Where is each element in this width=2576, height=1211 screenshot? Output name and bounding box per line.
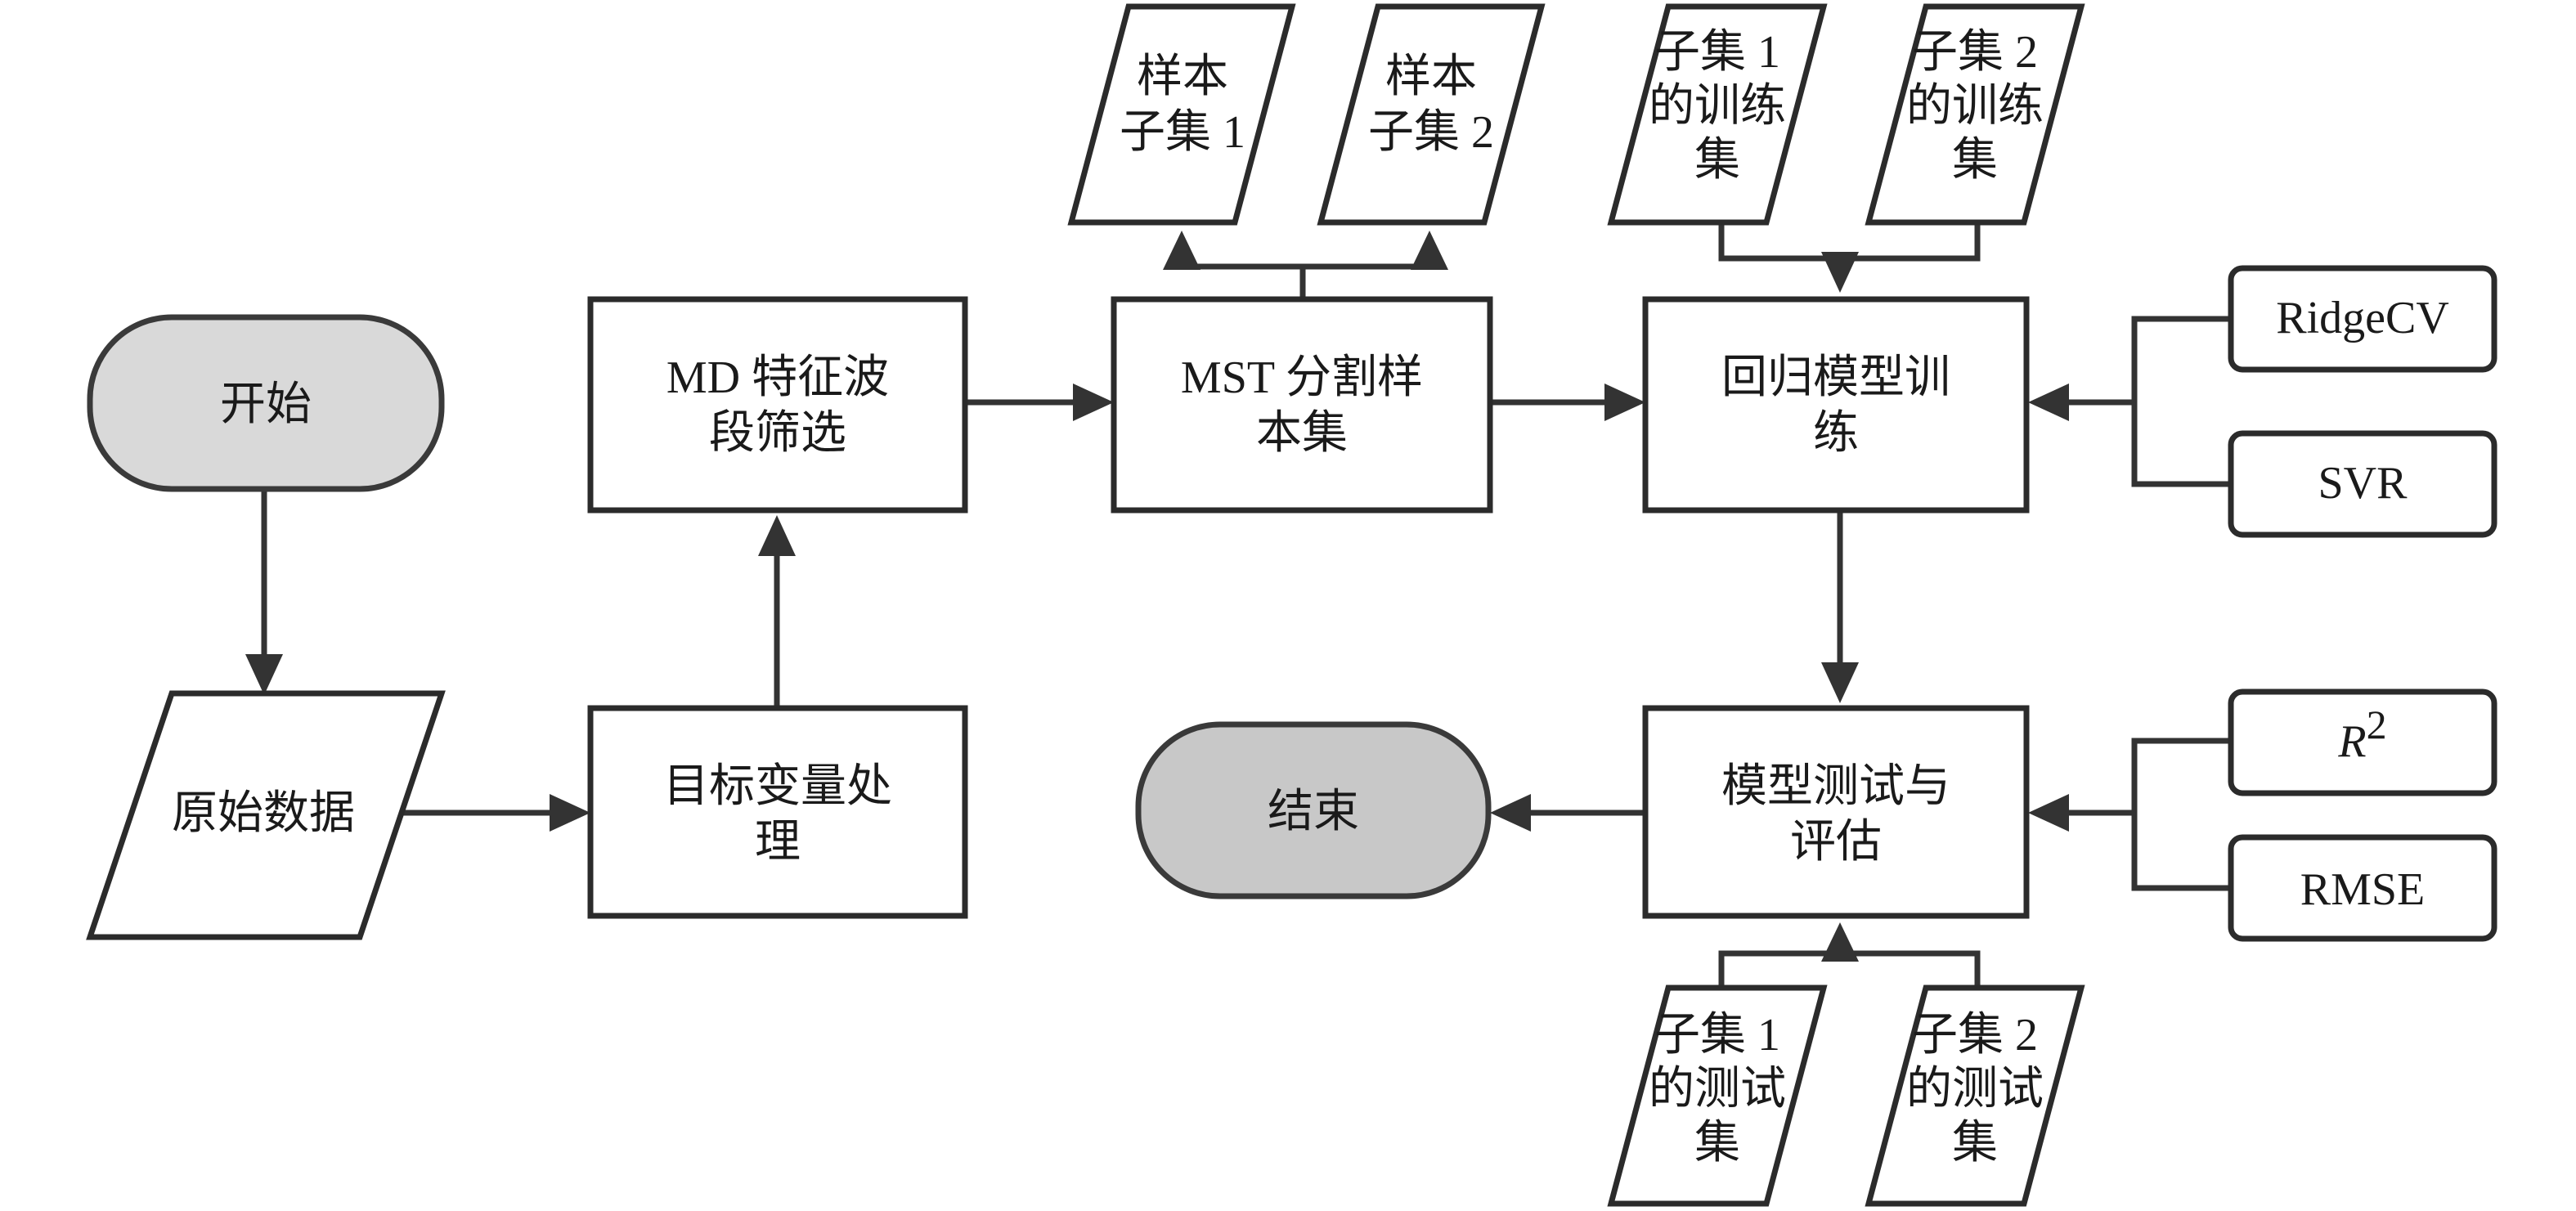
target-processing-label-line1: 目标变量处: [663, 761, 892, 812]
target-processing-label-line2: 理: [755, 817, 801, 868]
target-processing-shape: [587, 705, 968, 919]
start-shape: [87, 314, 445, 492]
train-set-1-shape: [1607, 3, 1828, 226]
start-label: 开始: [220, 379, 312, 430]
regression-training-shape: [1642, 296, 2030, 514]
svr-shape: [2228, 430, 2497, 538]
arrowhead: [550, 794, 590, 832]
svr-label: SVR: [2318, 458, 2408, 509]
end-shape: [1135, 721, 1492, 899]
r2-shape: [2228, 688, 2497, 796]
sample-subset-1-line1: 样本: [1137, 52, 1228, 102]
md-selection-shape: [587, 296, 968, 514]
r2-node: R2: [2228, 688, 2497, 796]
start-terminal: 开始: [87, 314, 445, 492]
mst-split-label-line2: 本集: [1256, 408, 1348, 459]
test-set-2-shape: [1865, 984, 2085, 1207]
arrowhead: [245, 654, 283, 695]
mst-split-node: MST 分割样 本集: [1111, 296, 1493, 514]
md-selection-node: MD 特征波 段筛选: [587, 296, 968, 514]
r2-superscript: 2: [2367, 702, 2387, 747]
train-set-2-line1: 子集 2: [1912, 27, 2038, 78]
train-set-2-line3: 集: [1952, 135, 1998, 186]
arrowhead: [1821, 662, 1859, 703]
test-set-1-node: 子集 1 的测试 集: [1607, 984, 1828, 1207]
test-set-1-shape: [1607, 984, 1828, 1207]
arrowhead: [1821, 922, 1859, 962]
sample-subset-1-line2: 子集 1: [1120, 107, 1245, 158]
ridgecv-shape: [2228, 265, 2497, 373]
sample-subset-2-node: 样本 子集 2: [1317, 3, 1546, 226]
rmse-shape: [2228, 834, 2497, 942]
raw-data-label: 原始数据: [172, 788, 355, 839]
train-set-1-line1: 子集 1: [1654, 27, 1780, 78]
connectors: [245, 222, 2231, 985]
sample-subset-2-line2: 子集 2: [1368, 107, 1494, 158]
arrowhead: [758, 515, 796, 556]
regression-training-node: 回归模型训 练: [1642, 296, 2030, 514]
mst-split-label-line1: MST 分割样: [1181, 352, 1423, 403]
train-set-1-node: 子集 1 的训练 集: [1607, 3, 1828, 226]
edge-models-merge: [2131, 316, 2231, 487]
sample-subset-1-node: 样本 子集 1: [1067, 3, 1296, 226]
model-testing-shape: [1642, 705, 2030, 919]
sample-subset-2-line1: 样本: [1385, 52, 1477, 102]
rmse-label: RMSE: [2300, 864, 2426, 915]
r2-label: R2: [2337, 702, 2386, 767]
ridgecv-node: RidgeCV: [2228, 265, 2497, 373]
model-testing-label-line2: 评估: [1790, 817, 1882, 868]
train-set-2-line2: 的训练: [1906, 81, 2044, 132]
test-set-2-line2: 的测试: [1906, 1064, 2044, 1115]
mst-split-shape: [1111, 296, 1493, 514]
train-set-1-line3: 集: [1694, 135, 1740, 186]
train-set-1-line2: 的训练: [1649, 81, 1786, 132]
arrowhead: [1604, 383, 1645, 421]
raw-data-node: 原始数据: [86, 690, 446, 940]
md-selection-label-line2: 段筛选: [709, 408, 846, 459]
edge-metrics-merge: [2131, 738, 2231, 891]
test-set-1-line3: 集: [1694, 1118, 1740, 1168]
test-set-2-line1: 子集 2: [1912, 1010, 2038, 1061]
regression-training-label-line2: 练: [1813, 408, 1859, 459]
arrowhead: [1163, 231, 1200, 270]
raw-data-shape: [86, 690, 446, 940]
arrowhead: [1411, 231, 1448, 270]
test-set-2-line3: 集: [1952, 1118, 1998, 1168]
svr-node: SVR: [2228, 430, 2497, 538]
end-terminal: 结束: [1135, 721, 1492, 899]
test-set-1-line1: 子集 1: [1654, 1010, 1780, 1061]
train-set-2-shape: [1865, 3, 2085, 226]
md-selection-label-line1: MD 特征波: [666, 352, 889, 403]
model-testing-node: 模型测试与 评估: [1642, 705, 2030, 919]
ridgecv-label: RidgeCV: [2276, 293, 2449, 343]
rmse-node: RMSE: [2228, 834, 2497, 942]
sample-subset-2-shape: [1317, 3, 1546, 226]
arrowhead: [2028, 794, 2069, 832]
end-label: 结束: [1268, 787, 1359, 837]
arrowhead: [1821, 252, 1859, 293]
test-set-1-line2: 的测试: [1649, 1064, 1786, 1115]
target-processing-node: 目标变量处 理: [587, 705, 968, 919]
arrowhead: [1490, 794, 1531, 832]
sample-subset-1-shape: [1067, 3, 1296, 226]
arrowhead: [2028, 383, 2069, 421]
test-set-2-node: 子集 2 的测试 集: [1865, 984, 2085, 1207]
model-testing-label-line1: 模型测试与: [1721, 761, 1950, 812]
regression-training-label-line1: 回归模型训: [1721, 352, 1950, 403]
arrowhead: [1073, 383, 1114, 421]
train-set-2-node: 子集 2 的训练 集: [1865, 3, 2085, 226]
r2-base: R: [2337, 716, 2366, 767]
